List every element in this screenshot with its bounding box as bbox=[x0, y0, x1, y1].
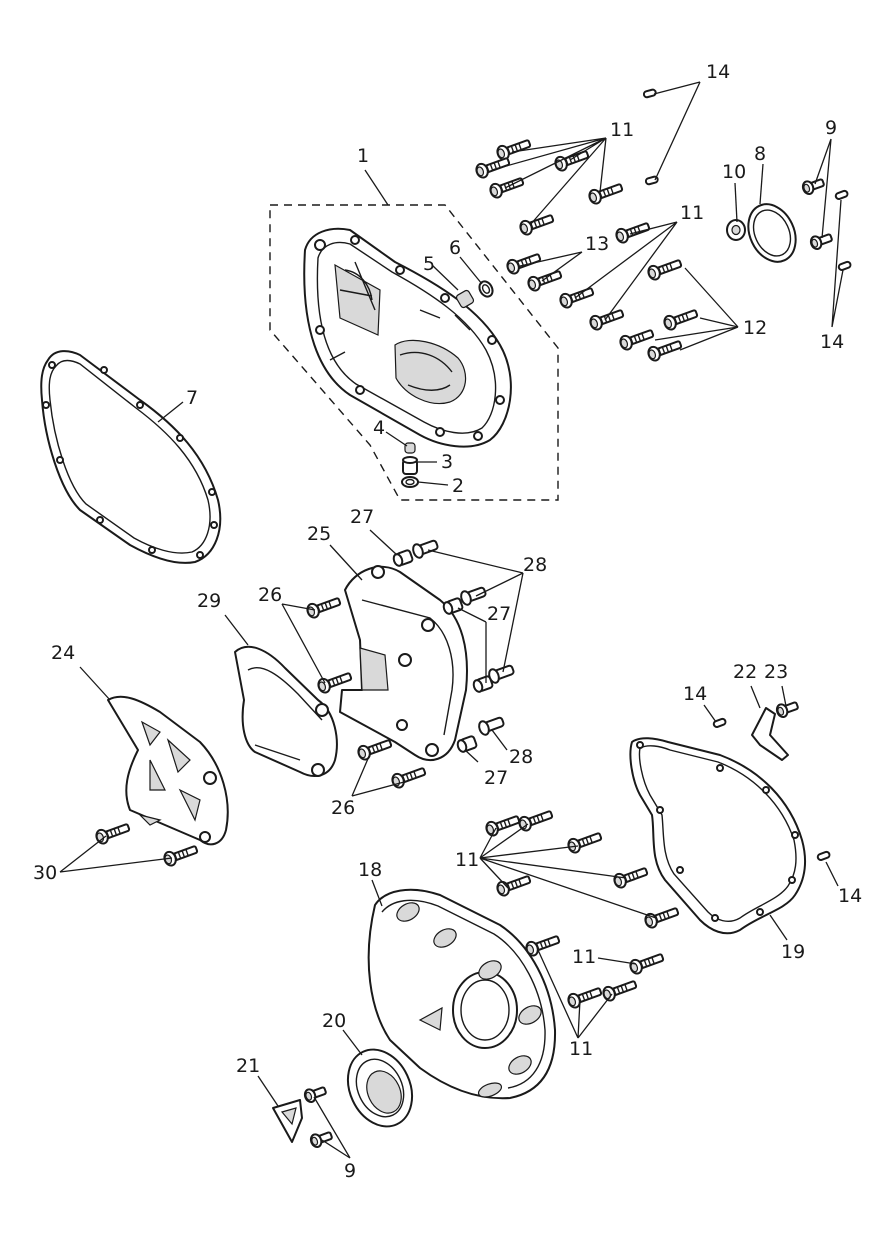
bearing-5 bbox=[455, 289, 475, 309]
inspection-cap-20 bbox=[346, 1048, 414, 1128]
alternator-gasket-19 bbox=[629, 737, 807, 935]
screws-9-bottom bbox=[302, 1083, 335, 1150]
callout-27-mid: 27 bbox=[487, 603, 511, 625]
callout-3: 3 bbox=[441, 451, 453, 473]
callout-27-bottom: 27 bbox=[484, 767, 508, 789]
callout-12: 12 bbox=[743, 317, 767, 339]
callout-26-top: 26 bbox=[258, 584, 282, 606]
callout-30: 30 bbox=[33, 862, 57, 884]
screws-9-top bbox=[800, 175, 835, 252]
sprocket-guard-24 bbox=[107, 695, 229, 846]
callout-2: 2 bbox=[452, 475, 464, 497]
callout-labels: 1 2 3 4 5 6 7 8 9 9 10 11 11 11 11 11 12… bbox=[33, 61, 862, 1182]
bolt-group-12 bbox=[617, 255, 700, 364]
clutch-cover-assembly bbox=[269, 204, 559, 501]
callout-14-lower: 14 bbox=[838, 885, 862, 907]
seal-ring-2 bbox=[401, 476, 419, 488]
callout-25: 25 bbox=[307, 523, 331, 545]
nut-10 bbox=[726, 219, 746, 241]
callout-11-mid: 11 bbox=[680, 202, 704, 224]
dowels-14-top bbox=[642, 87, 660, 186]
callout-26-bottom: 26 bbox=[331, 797, 355, 819]
seal-6 bbox=[478, 280, 494, 298]
callout-14-right: 14 bbox=[820, 331, 844, 353]
callout-11-bottom: 11 bbox=[569, 1038, 593, 1060]
bolt-group-11-top bbox=[473, 135, 625, 238]
callout-6: 6 bbox=[449, 237, 461, 259]
clip-22 bbox=[751, 707, 789, 761]
guard-plate-29 bbox=[234, 645, 338, 777]
callout-10: 10 bbox=[722, 161, 746, 183]
callout-14-mid: 14 bbox=[683, 683, 707, 705]
callout-28-bottom: 28 bbox=[509, 746, 533, 768]
callout-28-top: 28 bbox=[523, 554, 547, 576]
callout-18: 18 bbox=[358, 859, 382, 881]
callout-11-lower: 11 bbox=[455, 849, 479, 871]
callout-21: 21 bbox=[236, 1055, 260, 1077]
callout-4: 4 bbox=[373, 417, 385, 439]
leader-lines bbox=[59, 81, 844, 1159]
callout-9-bottom: 9 bbox=[344, 1160, 356, 1182]
screw-23 bbox=[774, 698, 801, 720]
dowel-14-lower bbox=[815, 850, 832, 862]
cover-gasket-7 bbox=[40, 350, 222, 564]
callout-11-right: 11 bbox=[572, 946, 596, 968]
callout-9-top: 9 bbox=[825, 117, 837, 139]
gasket-8 bbox=[747, 203, 797, 263]
callout-24: 24 bbox=[51, 642, 75, 664]
callout-8: 8 bbox=[754, 143, 766, 165]
plug-4 bbox=[404, 442, 416, 454]
callout-23: 23 bbox=[764, 661, 788, 683]
callout-14-top: 14 bbox=[706, 61, 730, 83]
callout-7: 7 bbox=[186, 387, 198, 409]
callout-19: 19 bbox=[781, 941, 805, 963]
callout-13: 13 bbox=[585, 233, 609, 255]
callout-29: 29 bbox=[197, 590, 221, 612]
bracket-21 bbox=[272, 1099, 303, 1143]
callout-20: 20 bbox=[322, 1010, 346, 1032]
callout-1: 1 bbox=[357, 145, 369, 167]
callout-22: 22 bbox=[733, 661, 757, 683]
sprocket-cover-25 bbox=[339, 565, 468, 761]
callout-27-top: 27 bbox=[350, 506, 374, 528]
callout-5: 5 bbox=[423, 253, 435, 275]
alternator-cover-18 bbox=[367, 888, 557, 1100]
callout-11-top: 11 bbox=[610, 119, 634, 141]
bush-3 bbox=[402, 456, 418, 475]
